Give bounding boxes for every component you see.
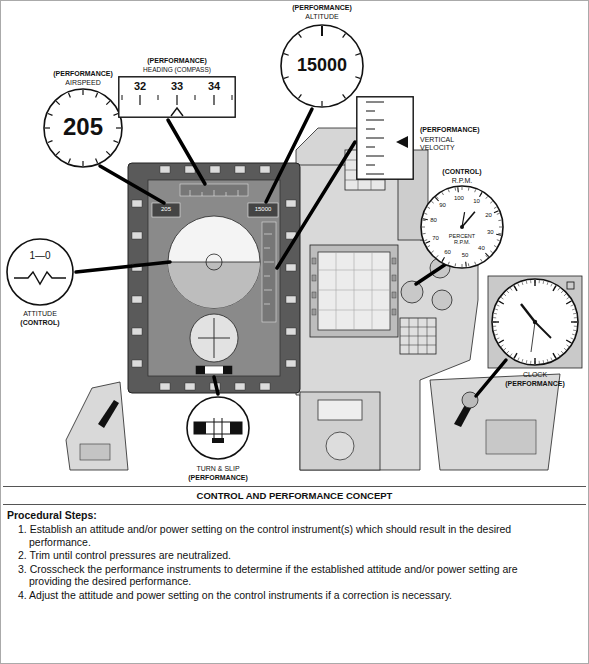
instrument-label: 32 [125,80,155,92]
instrument-label: HEADING (COMPASS) [112,66,242,73]
attitude-dial: 1—0ATTITUDE(CONTROL) [6,238,74,306]
instrument-face [6,238,74,306]
instrument-label: 50 [457,252,473,259]
turn-slip-dial: TURN & SLIP(PERFORMANCE) [186,396,250,460]
display-readout: 205 [153,206,179,213]
instrument-label: VERTICAL VELOCITY [420,136,472,151]
instrument-label: TURN & SLIP [168,465,268,473]
instrument-label: (PERFORMANCE) [168,474,268,482]
clock-dial: CLOCK(PERFORMANCE) [491,278,579,366]
instrument-label: (CONTROL) [0,319,85,327]
vertical-velocity-tape: (PERFORMANCE)VERTICAL VELOCITY [356,96,414,180]
heading-tape: (PERFORMANCE)HEADING (COMPASS)323334 [118,76,236,118]
instrument-label: R.P.M. [402,177,522,185]
instrument-label: 90 [435,202,451,209]
airspeed-dial: (PERFORMANCE)AIRSPEED205 [43,88,123,168]
instrument-label: 100 [451,195,467,202]
instrument-label: CLOCK [485,371,585,379]
instrument-label: (CONTROL) [402,168,522,176]
rpm-dial: (CONTROL)R.P.M.PERCENT R.P.M.10203040506… [420,185,504,269]
instrument-label: 33 [162,80,192,92]
instrument-label: 10 [469,198,485,205]
panel-title: CONTROL AND PERFORMANCE CONCEPT [3,487,586,505]
instrument-label: 80 [426,217,442,224]
instrument-label: 70 [428,235,444,242]
instrument-label: 30 [482,229,498,236]
instrument-label: ALTITUDE [262,13,382,21]
instrument-label: 60 [440,249,456,256]
instrument-label: PERCENT R.P.M. [447,233,477,245]
instrument-label: 34 [199,80,229,92]
instrument-label: (PERFORMANCE) [262,4,382,12]
instrument-label: (PERFORMANCE) [485,380,585,388]
instrument-label: 1—0 [20,250,60,261]
instrument-label: (PERFORMANCE) [420,126,510,134]
procedure-step: 3. Crosscheck the performance instrument… [3,563,586,588]
display-readout: 15000 [248,206,278,213]
instrument-face [186,396,250,460]
procedure-step: 4. Adjust the attitude and power setting… [3,589,586,602]
instrument-label: 205 [45,114,121,140]
instrument-label: 40 [473,245,489,252]
instrument-label: (PERFORMANCE) [112,57,242,65]
altimeter-dial: (PERFORMANCE)ALTITUDE15000 [280,24,364,108]
procedure-step: 2. Trim until control pressures are neut… [3,549,586,562]
instrument-label: ATTITUDE [0,310,85,318]
procedure-panel: CONTROL AND PERFORMANCE CONCEPT Procedura… [3,486,586,663]
instrument-label: 20 [480,212,496,219]
instrument-face [491,278,579,366]
steps-heading: Procedural Steps: [7,509,586,521]
instrument-label: 15000 [284,56,360,76]
procedure-step: 1. Establish an attitude and/or power se… [3,523,586,548]
instrument-face [356,96,414,180]
